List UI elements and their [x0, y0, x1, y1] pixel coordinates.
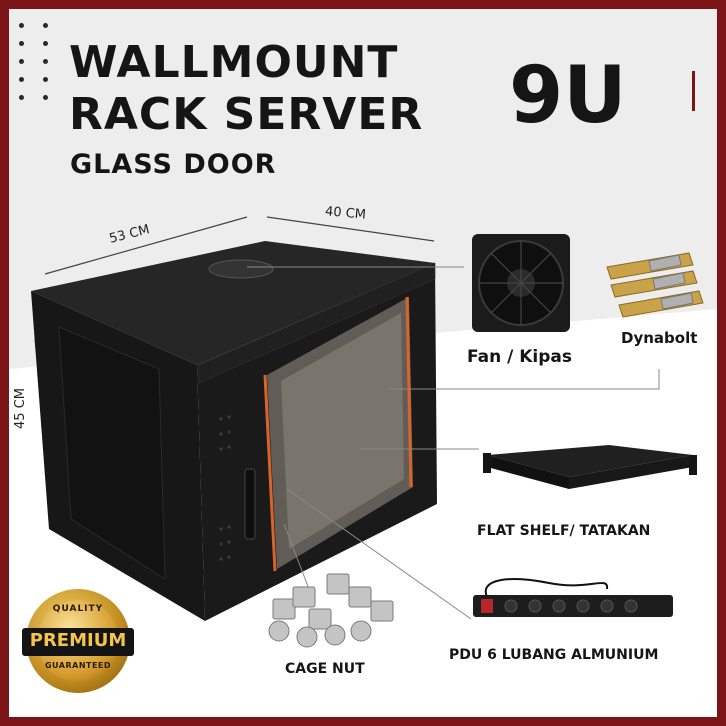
shelf-icon [483, 445, 697, 489]
top-fan [208, 259, 274, 279]
badge-bottom-text: GUARANTEED [44, 661, 112, 670]
dimension-height: 45 CM [13, 388, 28, 429]
label-cage-nut: CAGE NUT [285, 661, 365, 677]
product-image: WALLMOUNT RACK SERVER GLASS DOOR 9U [9, 9, 717, 717]
title-size: 9U [509, 51, 627, 141]
label-shelf: FLAT SHELF/ TATAKAN [477, 523, 651, 539]
bolt-icon [606, 252, 704, 318]
rack-top [31, 241, 435, 365]
door-handle [244, 468, 256, 540]
server-rack-icon [31, 216, 704, 648]
title-line2: RACK SERVER [69, 89, 424, 140]
quality-seal-icon: QUALITY PREMIUM GUARANTEED [22, 589, 134, 693]
fan-icon [472, 234, 570, 332]
title-subtitle: GLASS DOOR [70, 149, 277, 180]
label-fan: Fan / Kipas [467, 347, 572, 367]
background-top [9, 9, 717, 239]
label-pdu: PDU 6 LUBANG ALMUNIUM [449, 647, 659, 663]
accent-bar [692, 71, 695, 111]
badge-top-text: QUALITY [52, 604, 104, 614]
decorative-dots [19, 23, 59, 113]
depth-dimension-line [44, 216, 248, 275]
power-strip-icon [473, 578, 673, 617]
title-line1: WALLMOUNT [69, 37, 399, 88]
door-trim-right [405, 296, 413, 488]
label-dynabolt: Dynabolt [621, 329, 698, 347]
cage-nut-icon [268, 573, 394, 648]
door-trim-left [263, 374, 277, 572]
badge-main-text: PREMIUM [29, 630, 127, 651]
width-dimension-line [266, 216, 435, 242]
